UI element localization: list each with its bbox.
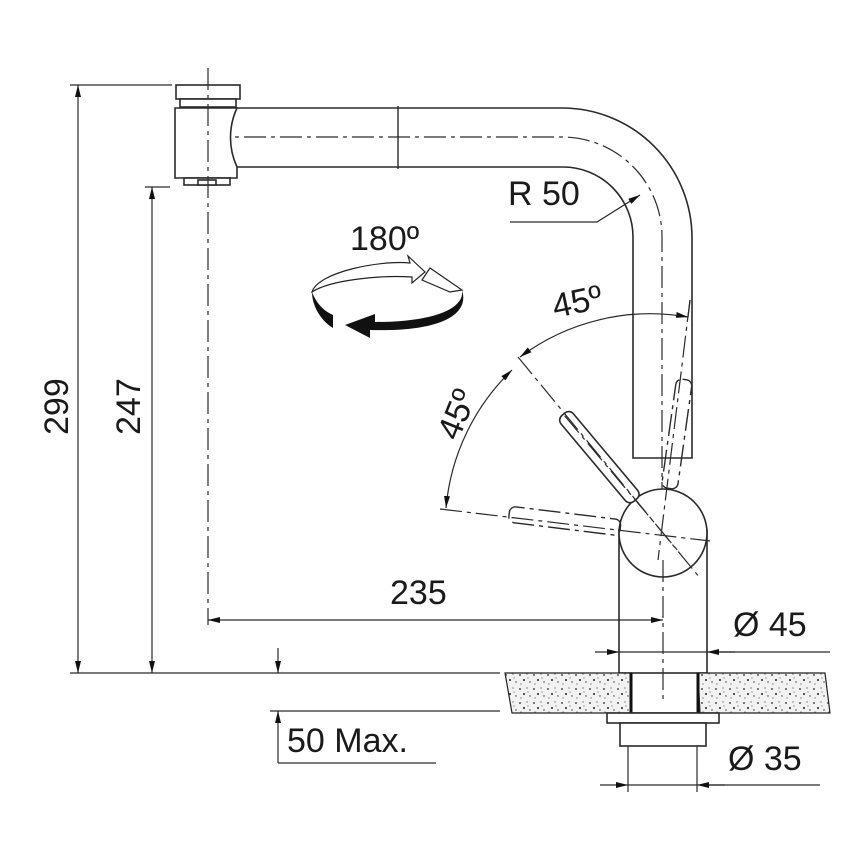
dimension-lines (75, 85, 735, 788)
radius-label: R 50 (508, 175, 580, 213)
rotation-label: 180º (350, 220, 419, 258)
lever-angle-2-label: 45º (430, 384, 484, 445)
countertop (504, 560, 831, 747)
spout-height-label: 247 (110, 378, 148, 435)
body-diameter-label: Ø 45 (733, 606, 807, 644)
radius-leader (510, 194, 641, 223)
rotation-arrow-icon (310, 254, 464, 338)
lever-angle-1-label: 45º (549, 278, 606, 326)
reach-label: 235 (390, 574, 447, 612)
max-thickness-label: 50 Max. (287, 722, 408, 760)
thread-diameter-label: Ø 35 (728, 740, 802, 778)
spray-head (174, 84, 241, 186)
total-height-label: 299 (38, 378, 76, 435)
lever-angle-arcs (444, 299, 691, 509)
